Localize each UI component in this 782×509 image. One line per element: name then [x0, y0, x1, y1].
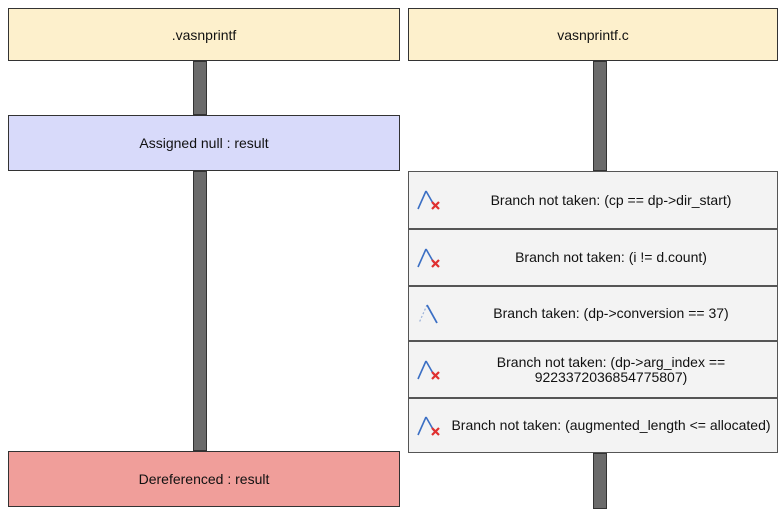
right-connector-bottom — [593, 453, 607, 509]
branch-step: Branch taken: (dp->conversion == 37) — [408, 286, 778, 341]
branch-label: Branch not taken: (cp == dp->dir_start) — [490, 191, 732, 208]
left-header-label: .vasnprintf — [171, 26, 237, 43]
branch-taken-icon — [409, 303, 449, 325]
branch-label: Branch not taken: (augmented_length <= a… — [451, 417, 771, 433]
branch-step: Branch not taken: (augmented_length <= a… — [408, 398, 778, 453]
left-connector-main — [193, 171, 207, 451]
branch-not-taken-icon — [409, 189, 449, 211]
right-connector-top — [593, 61, 607, 171]
branch-not-taken-icon — [409, 359, 449, 381]
left-connector-top — [193, 61, 207, 115]
assigned-null-label: Assigned null : result — [139, 135, 269, 151]
branch-label: Branch not taken: (dp->arg_index == 9223… — [496, 353, 726, 385]
branch-step: Branch not taken: (dp->arg_index == 9223… — [408, 341, 778, 398]
left-header-box: .vasnprintf — [8, 8, 400, 61]
dereferenced-box: Dereferenced : result — [8, 451, 400, 507]
branch-label: Branch not taken: (i != d.count) — [515, 249, 707, 265]
assigned-null-box: Assigned null : result — [8, 115, 400, 171]
branch-not-taken-icon — [409, 415, 449, 437]
branch-not-taken-icon — [409, 247, 449, 269]
branch-step: Branch not taken: (i != d.count) — [408, 229, 778, 286]
branch-step: Branch not taken: (cp == dp->dir_start) — [408, 171, 778, 229]
branch-label: Branch taken: (dp->conversion == 37) — [493, 305, 729, 321]
right-header-box: vasnprintf.c — [408, 8, 778, 61]
dereferenced-label: Dereferenced : result — [138, 471, 270, 487]
right-header-label: vasnprintf.c — [557, 26, 629, 43]
